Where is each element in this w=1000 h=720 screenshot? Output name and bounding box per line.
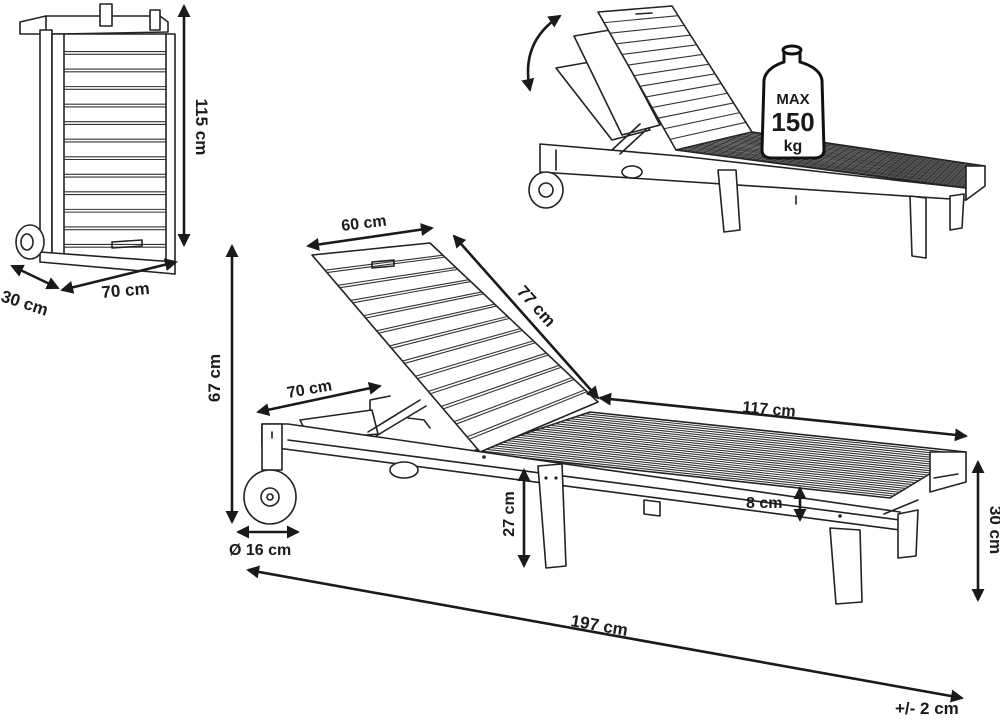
slat-line [682,147,968,187]
weight-badge-value: 150 [771,107,814,137]
slat-line [621,44,697,56]
side-height-label: 30 cm [986,506,1000,554]
total-height-dimension: 67 cm [205,244,239,524]
slat-line [686,147,969,186]
folded-height-dimension: 115 cm [177,4,211,247]
slat-line [717,139,977,177]
slat-line [324,254,443,271]
frame-height-dimension: 8 cm [746,486,807,522]
curved-double-arrow-icon [521,14,562,92]
folded-width-dimension: 70 cm [60,258,178,302]
wheel-diameter-label: Ø 16 cm [229,542,291,559]
wheel-diameter-dimension: Ø 16 cm [229,525,300,559]
slat-line [350,279,469,302]
slat-line [689,146,970,185]
slat-line [494,443,906,489]
slat-line [651,92,728,109]
slat-line [529,431,929,476]
slat-line [352,281,471,304]
slat-line [615,34,691,45]
slat-line [524,433,925,478]
slat-line [696,144,972,183]
slat-line [337,266,456,286]
slat-line [514,436,919,482]
folded-depth-label: 30 cm [0,287,50,320]
slat-line [609,24,685,34]
weight-badge-unit: kg [784,138,803,155]
total-height-label: 67 cm [205,354,224,402]
frame-height-label: 8 cm [746,495,782,512]
side-height-dimension: 30 cm [971,460,1000,602]
seat-length-label: 117 cm [742,399,797,421]
backrest-width-dimension: 60 cm [306,213,434,251]
slat-line [627,53,703,66]
weight-badge-max: MAX [776,91,809,108]
slat-line [633,63,710,77]
slat-line [484,446,900,493]
slat-line [713,140,976,178]
tolerance-note: +/- 2 cm [895,699,959,718]
slat-line [693,145,971,184]
backrest-length-label: 77 cm [513,282,559,331]
slat-line [639,73,716,87]
seat-length-dimension: 117 cm [598,392,968,442]
slat-line [499,441,910,488]
slat-line [703,142,973,181]
slat-line [339,268,458,289]
weight-icon: MAX 150 kg [760,44,826,160]
backrest-width-label: 60 cm [340,213,387,235]
total-length-label: 197 cm [569,611,629,640]
seat-height-dimension: 27 cm [501,468,531,568]
slat-line [519,434,922,480]
slat-line [479,448,897,495]
slat-line [663,112,740,130]
slat-line [509,438,916,484]
folded-lounger-drawing [15,3,176,275]
slat-line [474,449,894,497]
slat-line [468,391,588,440]
slat-line [645,82,722,98]
slat-line [657,102,734,119]
leg-section-width-dimension: 70 cm [256,377,382,417]
slat-line [669,121,746,140]
slat-line [700,143,973,182]
slat-line [489,444,903,491]
slat-line [504,439,913,486]
seat-height-label: 27 cm [501,491,518,536]
folded-height-label: 115 cm [192,99,211,156]
recline-positions-drawing [528,5,986,259]
slat-line [710,141,975,179]
slat-line [707,142,974,180]
slat-line [326,256,446,274]
slat-line [603,15,679,24]
folded-width-label: 70 cm [101,279,151,302]
slat-line [679,148,967,188]
folded-depth-dimension: 30 cm [0,264,60,320]
